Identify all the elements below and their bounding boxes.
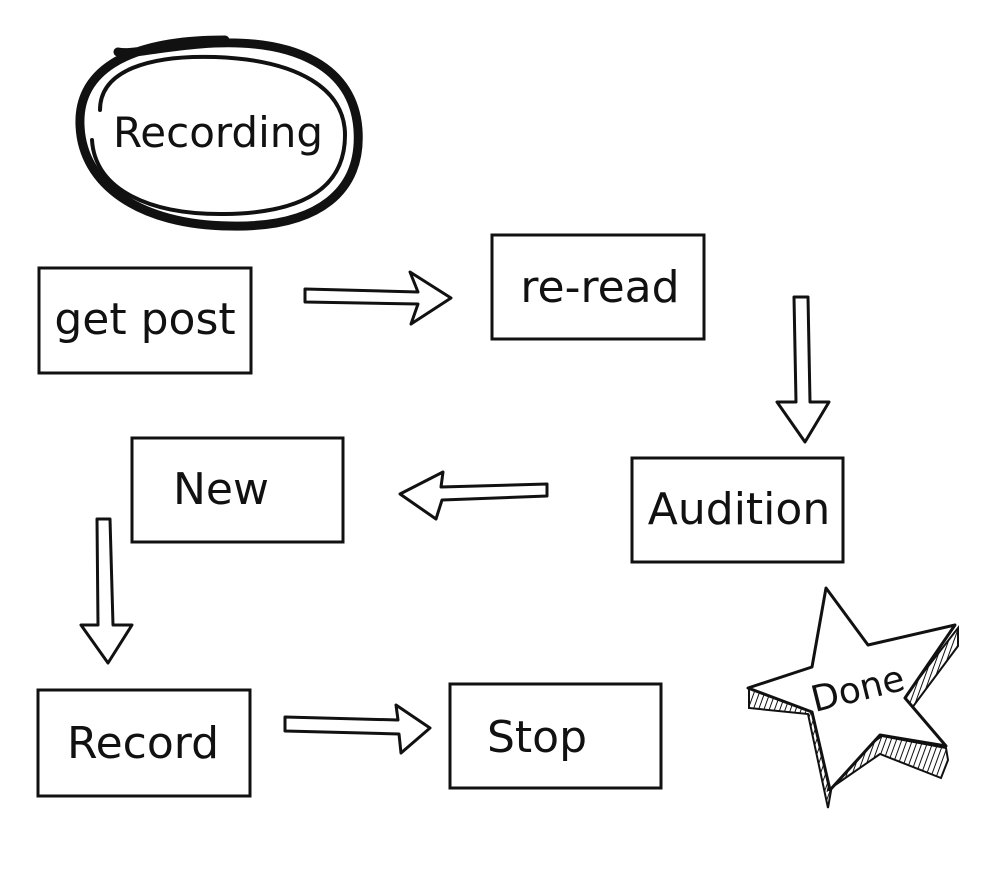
title-circle-inner	[90, 54, 348, 217]
node-stop: Stop	[448, 682, 663, 790]
arrow-get-post-to-re-read	[303, 270, 453, 326]
node-new-label: New	[173, 464, 269, 515]
node-audition: Audition	[630, 456, 845, 564]
star-face	[746, 586, 957, 792]
node-stop-label: Stop	[487, 712, 587, 763]
arrow-record-to-stop	[283, 703, 432, 755]
node-record-label: Record	[67, 718, 219, 769]
node-audition-label: Audition	[648, 484, 830, 535]
node-get-post-box	[37, 266, 253, 375]
node-get-post: get post	[37, 266, 253, 375]
node-record: Record	[36, 688, 252, 798]
node-record-box	[36, 688, 252, 798]
node-re-read-box	[490, 233, 706, 341]
node-new-box	[130, 436, 345, 544]
node-get-post-label: get post	[54, 294, 235, 345]
node-stop-box	[448, 682, 663, 790]
arrow-audition-to-new	[398, 470, 549, 521]
node-new: New	[130, 436, 345, 544]
done-star: Done	[746, 586, 959, 809]
recording-title: Recording	[75, 35, 363, 231]
node-re-read: re-read	[490, 233, 706, 341]
node-audition-box	[630, 456, 845, 564]
arrow-re-read-to-audition	[775, 295, 831, 444]
title-label: Recording	[113, 108, 323, 157]
node-re-read-label: re-read	[520, 262, 679, 313]
title-circle-outer	[75, 35, 363, 231]
arrow-new-to-record	[79, 517, 134, 665]
